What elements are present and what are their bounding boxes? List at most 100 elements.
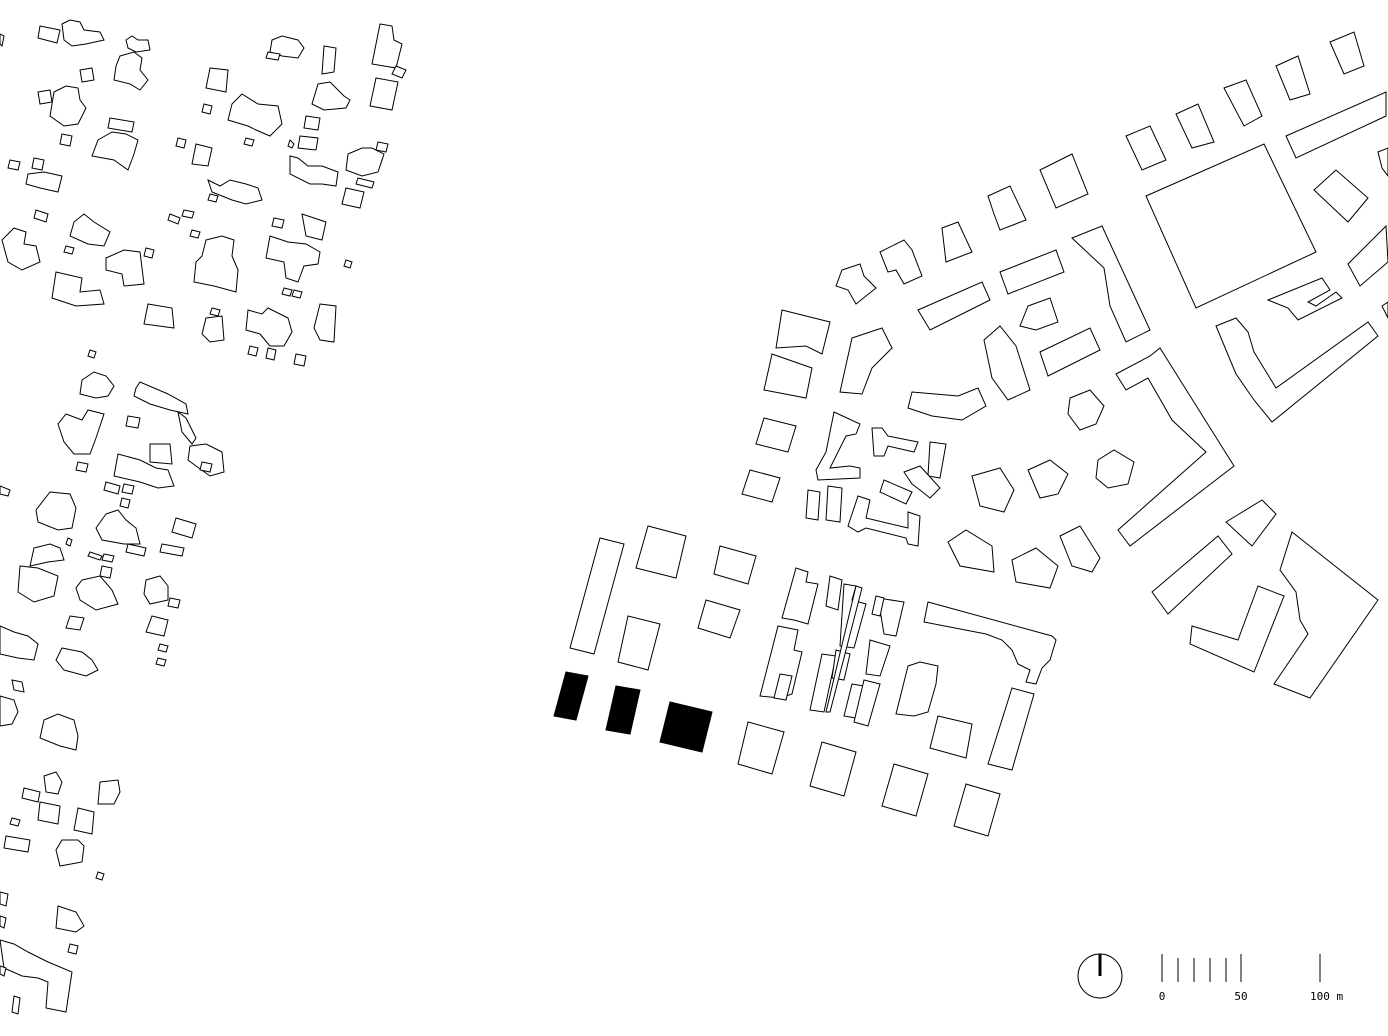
house [37,25,61,44]
house [293,353,307,367]
building [941,221,973,263]
house [11,679,25,693]
house [0,891,9,907]
building [987,185,1027,231]
building [971,467,1015,513]
building [1145,143,1317,309]
building [1215,317,1379,423]
building [773,673,793,701]
building [737,721,785,775]
building [805,489,821,521]
house [149,443,173,465]
house [133,381,189,415]
building [917,281,991,331]
house [125,35,151,53]
house [143,303,175,329]
house [171,517,197,539]
building [1285,91,1387,159]
building [923,601,1057,685]
house [31,157,45,171]
house [75,575,119,611]
house [11,995,21,1015]
house [33,209,49,223]
house [303,115,321,131]
building [987,687,1035,771]
house [143,575,169,605]
building [1027,459,1069,499]
building [953,783,1001,837]
urban-block-centre [741,153,1379,699]
house [265,51,281,61]
house [345,147,385,177]
house [155,657,167,667]
house [199,461,213,473]
building [617,615,661,671]
building [809,741,857,797]
house [101,553,115,563]
house [39,713,79,751]
house [95,871,105,881]
house [55,647,99,677]
house [0,695,19,727]
urban-block-northeast [1125,31,1388,423]
house [341,187,365,209]
house [201,103,213,115]
house [69,213,111,247]
house [59,133,73,147]
house [7,159,21,171]
house [209,307,221,317]
house [107,117,135,133]
building [1071,225,1151,343]
house [355,177,375,189]
building [835,263,877,305]
building [1225,499,1277,547]
house [55,839,85,867]
scale-label-0: 0 [1159,990,1166,1003]
house [281,287,293,297]
building [1067,389,1105,431]
building [903,465,941,499]
house [145,615,169,637]
house [95,509,141,545]
house [159,543,185,557]
building [825,485,843,523]
building [809,653,837,713]
house [3,835,31,853]
house [375,141,389,153]
house [1,227,41,271]
house [125,415,141,429]
building [879,479,913,505]
house [181,209,195,219]
building [1125,125,1167,171]
building [1329,31,1365,75]
building [1011,547,1059,589]
house [29,543,65,567]
house [57,409,105,455]
house [143,247,155,259]
house [167,597,181,609]
house [113,51,149,91]
house [189,229,201,239]
house [297,135,319,151]
house [343,259,353,269]
building [881,763,929,817]
house [125,543,147,557]
building [741,469,781,503]
building [635,525,687,579]
building [1059,525,1101,573]
building [1189,585,1285,673]
house [157,643,169,653]
building [1019,297,1059,331]
building [1381,301,1388,319]
scale-label-50: 50 [1234,990,1247,1003]
house [245,307,293,347]
building [1273,531,1379,699]
house [301,213,327,241]
house [75,461,89,473]
house [37,89,53,105]
house [65,615,85,631]
house [311,81,351,111]
building [713,545,757,585]
building [781,567,819,625]
